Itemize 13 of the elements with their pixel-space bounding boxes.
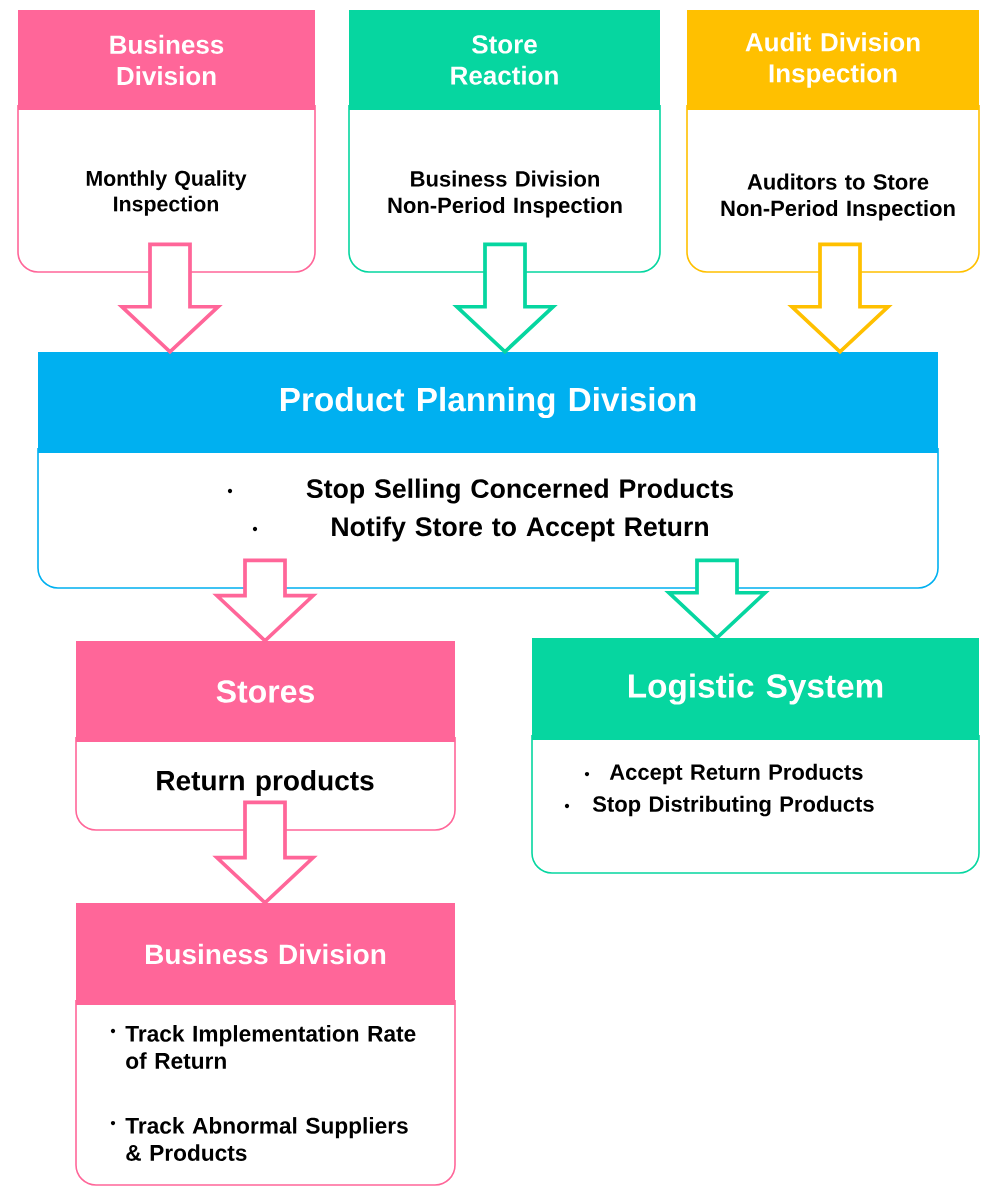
block-arrow (117, 242, 223, 355)
header-title: Business Division (146, 943, 386, 965)
body-text: Track Abnormal Suppliers & Products (125, 1117, 408, 1161)
header-title: Store Reaction (451, 35, 558, 85)
header-title: Product Planning Division (280, 386, 696, 419)
block-arrow (787, 242, 893, 355)
block-arrow (452, 242, 558, 355)
body-text: Track Implementation Rate of Return (125, 1025, 416, 1069)
header-title: Logistic System (629, 673, 883, 705)
header-title: Audit Division Inspection (745, 32, 920, 88)
block-arrow (212, 800, 318, 906)
header-title: Business Division (110, 34, 224, 86)
body-text: Return products (157, 769, 374, 797)
